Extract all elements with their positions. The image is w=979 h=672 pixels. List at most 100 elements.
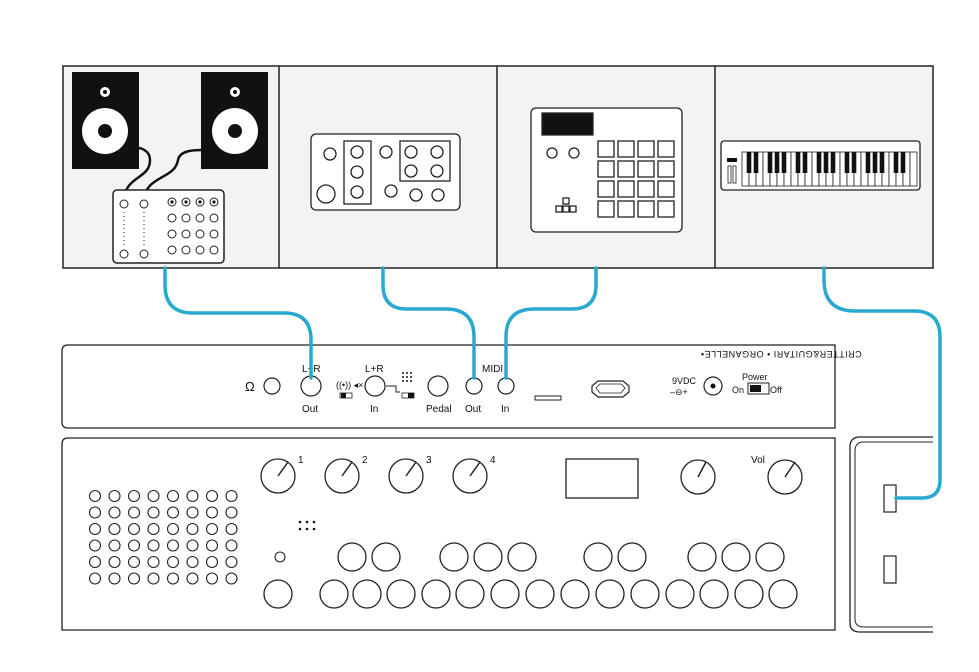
key-button — [734, 579, 764, 609]
midi-in-label: In — [501, 404, 509, 415]
key-button — [507, 542, 537, 572]
black-key — [865, 152, 871, 173]
grill-hole — [205, 522, 219, 536]
headphone-jack — [263, 377, 281, 395]
grill-hole — [186, 555, 199, 569]
knob-2-label: 2 — [362, 455, 368, 466]
black-key — [844, 152, 850, 173]
lr-in-top-label: L+R — [365, 364, 384, 375]
key-button — [687, 542, 717, 572]
grill-hole — [108, 555, 121, 569]
grill-hole — [147, 522, 160, 536]
grill-hole — [147, 539, 160, 552]
pedal-label: Pedal — [426, 404, 452, 415]
knob-4 — [452, 458, 488, 494]
knob-1 — [260, 458, 296, 494]
cable-mixer-to-lr-out — [163, 266, 313, 380]
grill-hole — [186, 539, 199, 552]
synth-module-icon — [310, 133, 461, 211]
knob-3 — [388, 458, 424, 494]
key-button — [490, 579, 520, 609]
grill-hole — [127, 506, 141, 519]
key-button — [352, 579, 382, 609]
grill-hole — [88, 555, 102, 569]
grill-hole — [147, 506, 160, 519]
power-label: Power — [742, 372, 768, 382]
grill-hole — [166, 572, 180, 585]
volume-knob — [767, 459, 803, 495]
key-button — [595, 579, 625, 609]
midi-out-label: Out — [465, 404, 481, 415]
grill-hole — [225, 555, 238, 569]
left-speaker — [72, 72, 139, 169]
svg-text:((•)) ◂×: ((•)) ◂× — [336, 380, 363, 390]
black-key — [893, 152, 899, 173]
speaker-grill — [88, 489, 238, 585]
grill-hole — [205, 506, 219, 519]
grill-hole — [205, 555, 219, 569]
black-key — [851, 152, 857, 173]
key-button — [755, 542, 785, 572]
display-screen — [565, 458, 639, 499]
black-key — [781, 152, 787, 173]
grill-hole — [166, 539, 180, 552]
key-button — [439, 542, 469, 572]
led-indicator — [274, 551, 286, 563]
key-button — [421, 579, 451, 609]
key-button — [337, 542, 367, 572]
grill-hole — [127, 489, 141, 503]
grill-hole — [225, 506, 238, 519]
grill-hole — [147, 555, 160, 569]
lr-out-label: Out — [302, 404, 318, 415]
brand-label: CRITTER&GUITARI • ORGANELLE• — [700, 349, 861, 359]
grill-hole — [88, 572, 102, 585]
black-key — [753, 152, 759, 173]
key-button — [583, 542, 613, 572]
grill-hole — [127, 522, 141, 536]
grill-hole — [166, 555, 180, 569]
grill-hole — [127, 572, 141, 585]
grill-hole — [186, 572, 199, 585]
white-key — [909, 151, 918, 187]
grill-hole — [147, 489, 160, 503]
cables — [163, 266, 942, 500]
key-button — [263, 579, 293, 609]
grill-hole — [186, 522, 199, 536]
usb-port-2 — [883, 555, 897, 584]
midi-keyboard-icon — [720, 140, 921, 191]
grill-hole — [108, 489, 121, 503]
cable-drumpad-to-midi-in — [504, 266, 598, 380]
drum-pad-icon — [530, 107, 683, 233]
knob-2 — [324, 458, 360, 494]
black-key — [802, 152, 808, 173]
black-key — [879, 152, 885, 173]
hdmi-port — [591, 380, 630, 398]
black-key — [816, 152, 822, 173]
cable-synth-to-midi-out — [381, 266, 476, 380]
key-buttons — [263, 542, 798, 609]
speaker-mixer-icon — [72, 72, 268, 264]
black-key — [746, 152, 752, 173]
lr-in-label: In — [370, 404, 378, 415]
midi-label: MIDI — [482, 364, 503, 375]
grill-hole — [225, 539, 238, 552]
key-button — [699, 579, 729, 609]
key-button — [665, 579, 695, 609]
grill-hole — [186, 506, 199, 519]
black-key — [900, 152, 906, 173]
right-speaker — [201, 72, 268, 169]
knob-4-label: 4 — [490, 455, 496, 466]
black-key — [795, 152, 801, 173]
pedal-mode-switch — [401, 372, 415, 399]
rear-panel: Ω L+R Out ((•)) ◂× L+R In Pedal — [61, 344, 862, 429]
grill-hole — [88, 506, 102, 519]
grill-hole — [166, 506, 180, 519]
power-off-label: Off — [770, 385, 782, 395]
front-panel: 1 2 3 4 Vol — [61, 437, 836, 631]
grill-hole — [225, 522, 238, 536]
black-key — [823, 152, 829, 173]
black-key — [872, 152, 878, 173]
grill-hole — [166, 522, 180, 536]
key-button — [630, 579, 660, 609]
grill-hole — [88, 539, 102, 552]
